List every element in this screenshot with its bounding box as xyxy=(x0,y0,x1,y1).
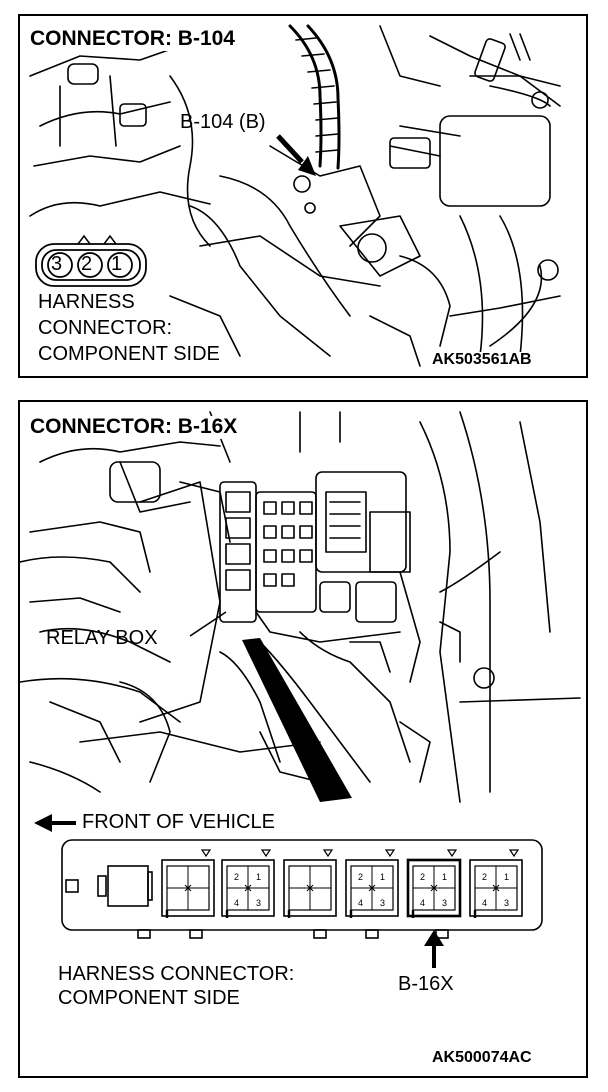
slot-pin-number: 3 xyxy=(504,898,510,908)
harness-label-line-1: HARNESS xyxy=(38,291,135,313)
slot-pin-number: 1 xyxy=(256,872,262,882)
slot-pin-number: 3 xyxy=(256,898,262,908)
harness-connector-line-2: COMPONENT SIDE xyxy=(58,987,240,1009)
slot-pin-number: 4 xyxy=(234,898,240,908)
connector-b16x-panel: CONNECTOR: B-16X RELAY BOX FRONT OF VEHI… xyxy=(18,400,588,1078)
slot-pin-number: 1 xyxy=(442,872,448,882)
harness-label-line-3: COMPONENT SIDE xyxy=(38,343,220,365)
connector-b16x-title: CONNECTOR: B-16X xyxy=(30,416,242,439)
b104-b-callout: B-104 (B) xyxy=(180,111,266,133)
harness-label-line-2: CONNECTOR: xyxy=(38,317,173,339)
pin-2: 2 xyxy=(81,253,93,275)
connector-b104-panel: CONNECTOR: B-104 B-104 (B) 3 2 1 HARNESS… xyxy=(18,14,588,378)
figure-code-top: AK503561AB xyxy=(432,351,532,368)
slot-pin-number: 2 xyxy=(234,872,240,882)
pin-1: 1 xyxy=(111,253,123,275)
b16x-callout: B-16X xyxy=(398,973,454,995)
slot-pin-number: 3 xyxy=(380,898,386,908)
slot-pin-number: 3 xyxy=(442,898,448,908)
connector-slots xyxy=(161,849,523,918)
slot-pin-number: 2 xyxy=(358,872,364,882)
slot-pin-number: 4 xyxy=(420,898,426,908)
slot-pin-number: 2 xyxy=(482,872,488,882)
pin-3: 3 xyxy=(51,253,63,275)
engine-bay-illustration xyxy=(29,24,561,367)
harness-connector-line-1: HARNESS CONNECTOR: xyxy=(58,963,295,985)
relay-box-label: RELAY BOX xyxy=(46,627,158,649)
slot-pin-number: 4 xyxy=(358,898,364,908)
slot-pin-number: 1 xyxy=(504,872,510,882)
slot-pin-number: 1 xyxy=(380,872,386,882)
relay-box-illustration xyxy=(20,411,581,968)
connector-b104-title: CONNECTOR: B-104 xyxy=(30,28,239,51)
slot-pin-number: 2 xyxy=(420,872,426,882)
figure-code-bottom: AK500074AC xyxy=(432,1049,532,1066)
front-of-vehicle-label: FRONT OF VEHICLE xyxy=(82,811,275,833)
slot-pin-number: 4 xyxy=(482,898,488,908)
